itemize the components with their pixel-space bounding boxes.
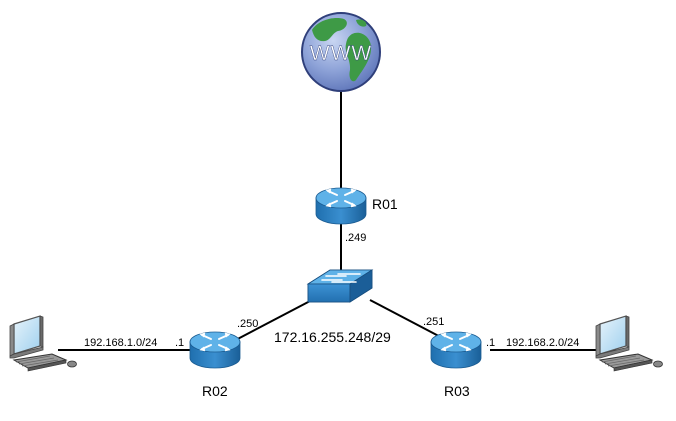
router-r02-label: R02 [202, 383, 228, 399]
router-r01-icon [315, 187, 367, 225]
r02-lan-ip-label: .1 [175, 337, 185, 349]
router-r02-icon [189, 331, 241, 369]
pc-right-icon [595, 315, 664, 372]
switch-icon [306, 269, 374, 303]
transit-subnet-label: 172.16.255.248/29 [274, 329, 391, 345]
link-switch-r02 [229, 299, 313, 344]
lan-left-subnet-label: 192.168.1.0/24 [84, 337, 158, 349]
pc-left-icon [9, 315, 78, 372]
internet-globe-icon: WWW [301, 12, 381, 92]
r02-transit-ip-label: .250 [237, 318, 259, 330]
router-r01-label: R01 [372, 196, 398, 212]
router-r03-icon [430, 331, 482, 369]
globe-label: WWW [310, 42, 372, 65]
router-r03-label: R03 [444, 383, 470, 399]
r03-transit-ip-label: .251 [423, 316, 445, 328]
r01-transit-ip-label: .249 [345, 232, 367, 244]
lan-right-subnet-label: 192.168.2.0/24 [506, 337, 580, 349]
r03-lan-ip-label: .1 [486, 337, 496, 349]
